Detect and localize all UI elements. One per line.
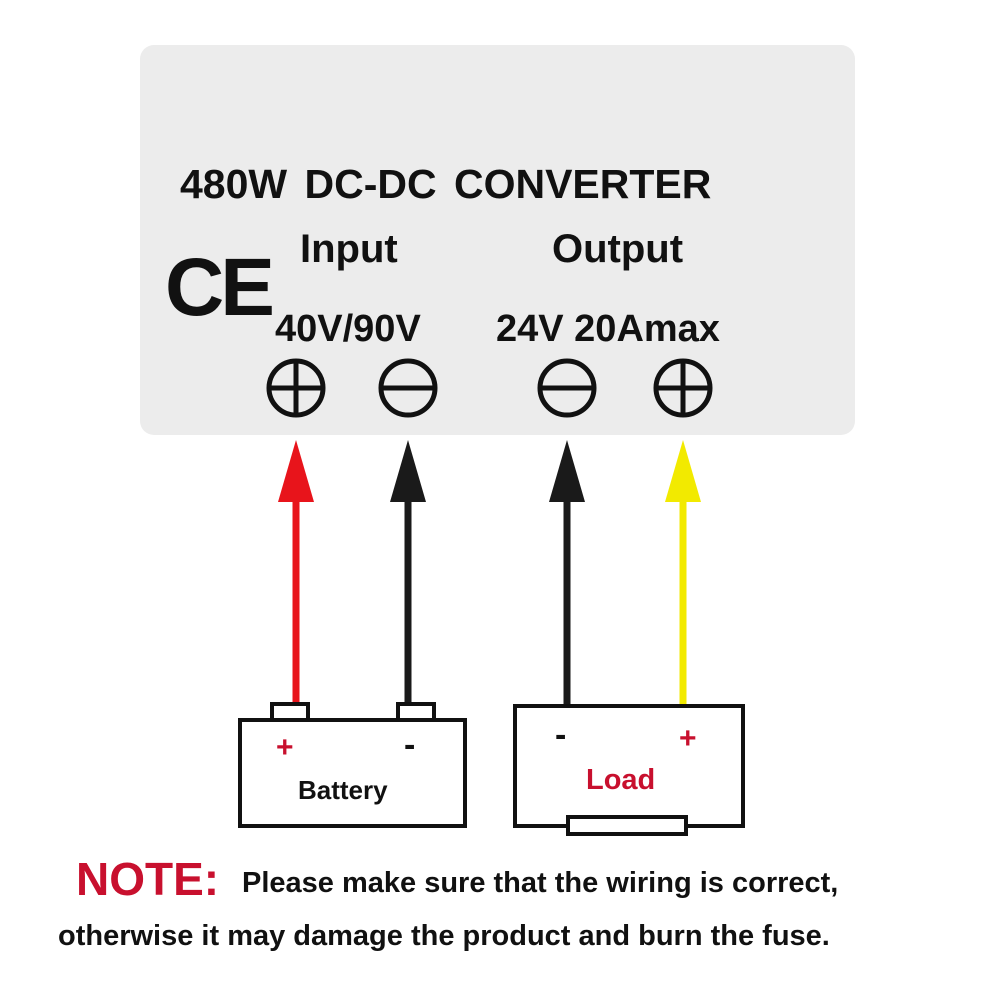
load-minus-sign: - — [555, 716, 567, 754]
input-negative-wire — [390, 440, 426, 705]
load-label: Load — [586, 764, 656, 796]
converter-panel — [140, 45, 855, 435]
battery-minus-sign: - — [404, 726, 416, 764]
input-label: Input — [300, 227, 398, 271]
output-label: Output — [552, 227, 684, 271]
output-positive-terminal-icon — [653, 358, 713, 418]
ce-mark: CE — [165, 242, 275, 333]
input-positive-terminal-icon — [266, 358, 326, 418]
output-positive-wire — [665, 440, 701, 705]
load-plus-sign: + — [679, 722, 697, 755]
note-label: NOTE: — [76, 853, 220, 905]
note-line-2: otherwise it may damage the product and … — [58, 920, 830, 952]
battery-plus-sign: + — [276, 731, 294, 764]
output-negative-terminal-icon — [537, 358, 597, 418]
input-negative-terminal-icon — [378, 358, 438, 418]
battery-label: Battery — [298, 775, 388, 805]
battery-icon — [238, 702, 467, 828]
converter-title: 480W DC-DC CONVERTER — [180, 161, 712, 207]
output-rating: 24V 20Amax — [496, 308, 720, 350]
note-line-1: Please make sure that the wiring is corr… — [242, 867, 839, 899]
input-positive-wire — [278, 440, 314, 705]
output-negative-wire — [549, 440, 585, 705]
input-voltage: 40V/90V — [275, 308, 421, 350]
load-icon — [513, 704, 745, 836]
